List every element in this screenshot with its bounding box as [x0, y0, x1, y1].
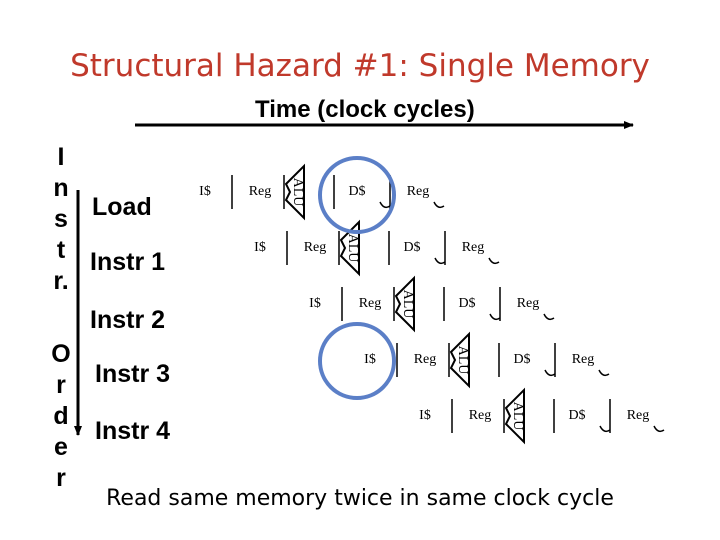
- instr-label-1: Instr 1: [90, 248, 166, 276]
- reg-write-stage-label: Reg: [572, 352, 595, 367]
- reg-read-stage: [348, 289, 392, 319]
- alu-stage-label: ALU: [455, 346, 470, 375]
- imem-stage: [403, 401, 447, 431]
- order-label-char: s: [54, 205, 68, 233]
- stage-connector: [543, 313, 555, 321]
- stage-connector: [379, 201, 391, 209]
- order-label-char: t: [56, 236, 66, 264]
- reg-read-stage: [403, 345, 447, 375]
- stage-connector: [489, 313, 501, 321]
- reg-read-stage-label: Reg: [304, 240, 327, 255]
- alu-stage-label: ALU: [510, 402, 525, 431]
- stage-connector: [488, 257, 500, 265]
- order-label-char: d: [53, 402, 69, 430]
- reg-read-stage-label: Reg: [469, 408, 492, 423]
- dmem-stage: [396, 233, 440, 263]
- time-axis-label: Time (clock cycles): [255, 96, 475, 123]
- hazard-highlight-imem: [318, 322, 396, 400]
- imem-stage-label: I$: [199, 184, 211, 199]
- dmem-stage: [561, 401, 605, 431]
- alu-stage: [449, 331, 470, 389]
- reg-read-stage-label: Reg: [414, 352, 437, 367]
- order-label-char: e: [54, 433, 68, 461]
- imem-stage: [183, 177, 227, 207]
- reg-write-stage-label: Reg: [627, 408, 650, 423]
- order-label-char: r: [56, 464, 66, 492]
- reg-write-stage: [395, 177, 439, 207]
- dmem-stage-label: D$: [403, 240, 420, 255]
- alu-stage-label: ALU: [345, 234, 360, 263]
- slide-title: Structural Hazard #1: Single Memory: [70, 48, 650, 84]
- imem-stage: [238, 233, 282, 263]
- imem-stage-label: I$: [309, 296, 321, 311]
- reg-read-stage-label: Reg: [359, 296, 382, 311]
- reg-write-stage-label: Reg: [462, 240, 485, 255]
- dmem-stage-label: D$: [513, 352, 530, 367]
- imem-stage-label: I$: [364, 352, 376, 367]
- alu-stage: [284, 163, 305, 221]
- dmem-stage-label: D$: [348, 184, 365, 199]
- order-label-char: I: [57, 143, 65, 171]
- imem-stage-label: I$: [419, 408, 431, 423]
- alu-stage-label: ALU: [400, 290, 415, 319]
- dmem-stage-label: D$: [568, 408, 585, 423]
- order-label-char: r.: [53, 267, 69, 295]
- reg-write-stage: [450, 233, 494, 263]
- reg-write-stage-label: Reg: [517, 296, 540, 311]
- stage-connector: [598, 369, 610, 377]
- imem-stage: [293, 289, 337, 319]
- instr-label-4: Instr 4: [95, 417, 171, 445]
- stage-connector: [544, 369, 556, 377]
- instr-label-2: Instr 2: [90, 306, 166, 334]
- reg-read-stage-label: Reg: [249, 184, 272, 199]
- footer-note: Read same memory twice in same clock cyc…: [106, 486, 614, 511]
- alu-stage: [394, 275, 415, 333]
- reg-write-stage-label: Reg: [407, 184, 430, 199]
- imem-stage: [348, 345, 392, 375]
- reg-write-stage: [505, 289, 549, 319]
- alu-stage: [339, 219, 360, 277]
- order-label-char: O: [51, 340, 71, 368]
- dmem-stage: [506, 345, 550, 375]
- dmem-stage-label: D$: [458, 296, 475, 311]
- order-label-char: r: [56, 371, 66, 399]
- reg-read-stage: [238, 177, 282, 207]
- instr-label-3: Instr 3: [95, 360, 171, 388]
- reg-read-stage: [458, 401, 502, 431]
- dmem-stage: [451, 289, 495, 319]
- stage-connector: [653, 425, 665, 433]
- imem-stage-label: I$: [254, 240, 266, 255]
- stage-connector: [599, 425, 611, 433]
- order-label-char: n: [53, 174, 69, 202]
- dmem-stage: [341, 177, 385, 207]
- reg-read-stage: [293, 233, 337, 263]
- stage-connector: [434, 257, 446, 265]
- instr-label-load: Load: [92, 193, 152, 221]
- stage-connector: [433, 201, 445, 209]
- alu-stage: [504, 387, 525, 445]
- reg-write-stage: [560, 345, 604, 375]
- hazard-highlight-dmem: [318, 156, 396, 234]
- alu-stage-label: ALU: [290, 178, 305, 207]
- reg-write-stage: [615, 401, 659, 431]
